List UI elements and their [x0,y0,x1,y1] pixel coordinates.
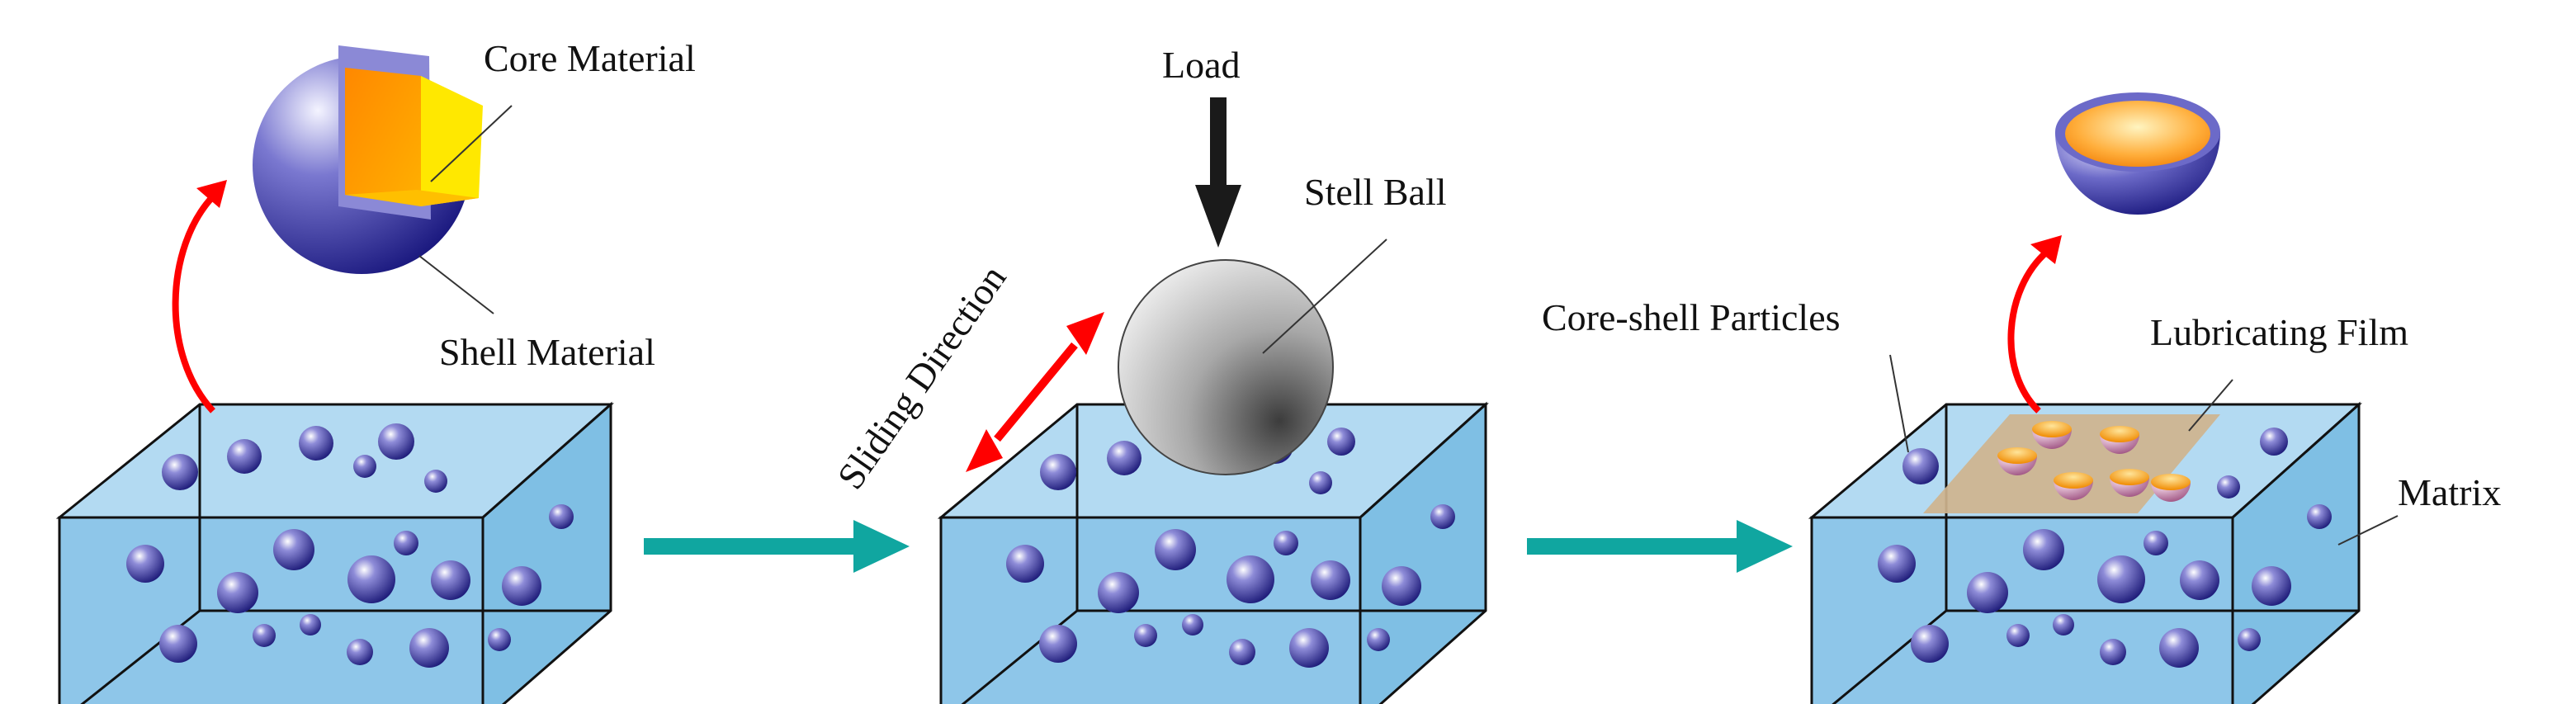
core-shell-particle [253,45,483,274]
particle [300,614,321,635]
shell-material-label: Shell Material [439,331,655,373]
particle [1182,614,1203,635]
particle [549,504,574,529]
particle [2100,639,2126,665]
core-cup [2100,426,2139,454]
particle [2097,555,2145,603]
particle [2180,560,2219,600]
teal-arrow-2 [1527,520,1793,573]
particle [1006,545,1044,583]
particle [227,439,262,474]
particle [2053,614,2074,635]
particle [2006,624,2030,647]
particle [299,426,333,461]
steel-ball [1118,259,1334,475]
matrix-block-sliding [937,401,1489,704]
core-material-leader [430,105,513,182]
particle [1382,566,1421,606]
particle [1274,531,1298,555]
particle [378,423,414,460]
particle [1327,428,1355,456]
particle [424,470,447,493]
core-material-label: Core Material [484,37,696,79]
matrix-block-lubricated [1808,401,2362,704]
particle [1878,545,1916,583]
stell-ball-leader [1262,239,1387,354]
particle [162,454,198,490]
shell-material-leader [418,255,494,314]
particle [347,639,373,665]
particle [1098,572,1139,613]
particle [431,560,470,600]
red-curved-arrow-2 [2007,235,2062,413]
load-label: Load [1162,44,1241,86]
particle [1367,628,1390,651]
particle [2144,531,2168,555]
core-material-bottom [345,190,479,206]
broken-shell-hemisphere [2055,92,2220,215]
core-cup [2032,421,2072,449]
particle [1911,625,1949,663]
particle [2260,428,2288,456]
particle [159,625,197,663]
block-1-particles [126,423,574,668]
stell-ball-label: Stell Ball [1304,171,1447,213]
particle [488,628,511,651]
particle [1967,572,2008,613]
core-cup [2054,472,2093,500]
matrix-label: Matrix [2398,471,2501,513]
particle [1040,454,1076,490]
particle [1229,639,1255,665]
particle [1107,441,1141,475]
particle [2217,475,2240,498]
particle [1155,529,1196,570]
particle [273,529,314,570]
particle [2023,529,2064,570]
particle [2238,628,2261,651]
core-shell-particles-label: Core-shell Particles [1542,296,1841,338]
particle [394,531,418,555]
lubricating-film-label: Lubricating Film [2150,311,2408,353]
lubricating-film-leader [2188,379,2233,432]
particle [409,628,449,668]
particle [353,455,376,478]
teal-arrow-1 [644,520,910,573]
particle [253,624,276,647]
particle [1309,471,1332,494]
core-material-inner [421,76,483,206]
particle [1289,628,1329,668]
particle [1902,448,1939,484]
red-curved-arrow-1 [172,180,227,413]
core-cup [2110,469,2149,497]
core-cup [1997,447,2037,475]
matrix-leader [2337,515,2399,546]
released-core-cups [1997,421,2191,502]
matrix-block-initial [55,401,614,704]
particle [2159,628,2199,668]
particle [1227,555,1274,603]
core-material-front [345,68,421,206]
particle [126,545,164,583]
particle [1134,624,1157,647]
core-cup [2151,474,2191,502]
block-3-particles [1878,428,2332,668]
particle [1311,560,1350,600]
particle [217,572,258,613]
sliding-direction-arrow [966,312,1104,472]
lubricating-film [1923,414,2220,513]
particle [2252,566,2291,606]
particle [2307,504,2332,529]
particle [1430,504,1455,529]
core-shell-particles-leader [1889,354,1909,453]
particle [347,555,395,603]
load-arrow [1195,97,1241,248]
particle [502,566,541,606]
particle [1039,625,1077,663]
